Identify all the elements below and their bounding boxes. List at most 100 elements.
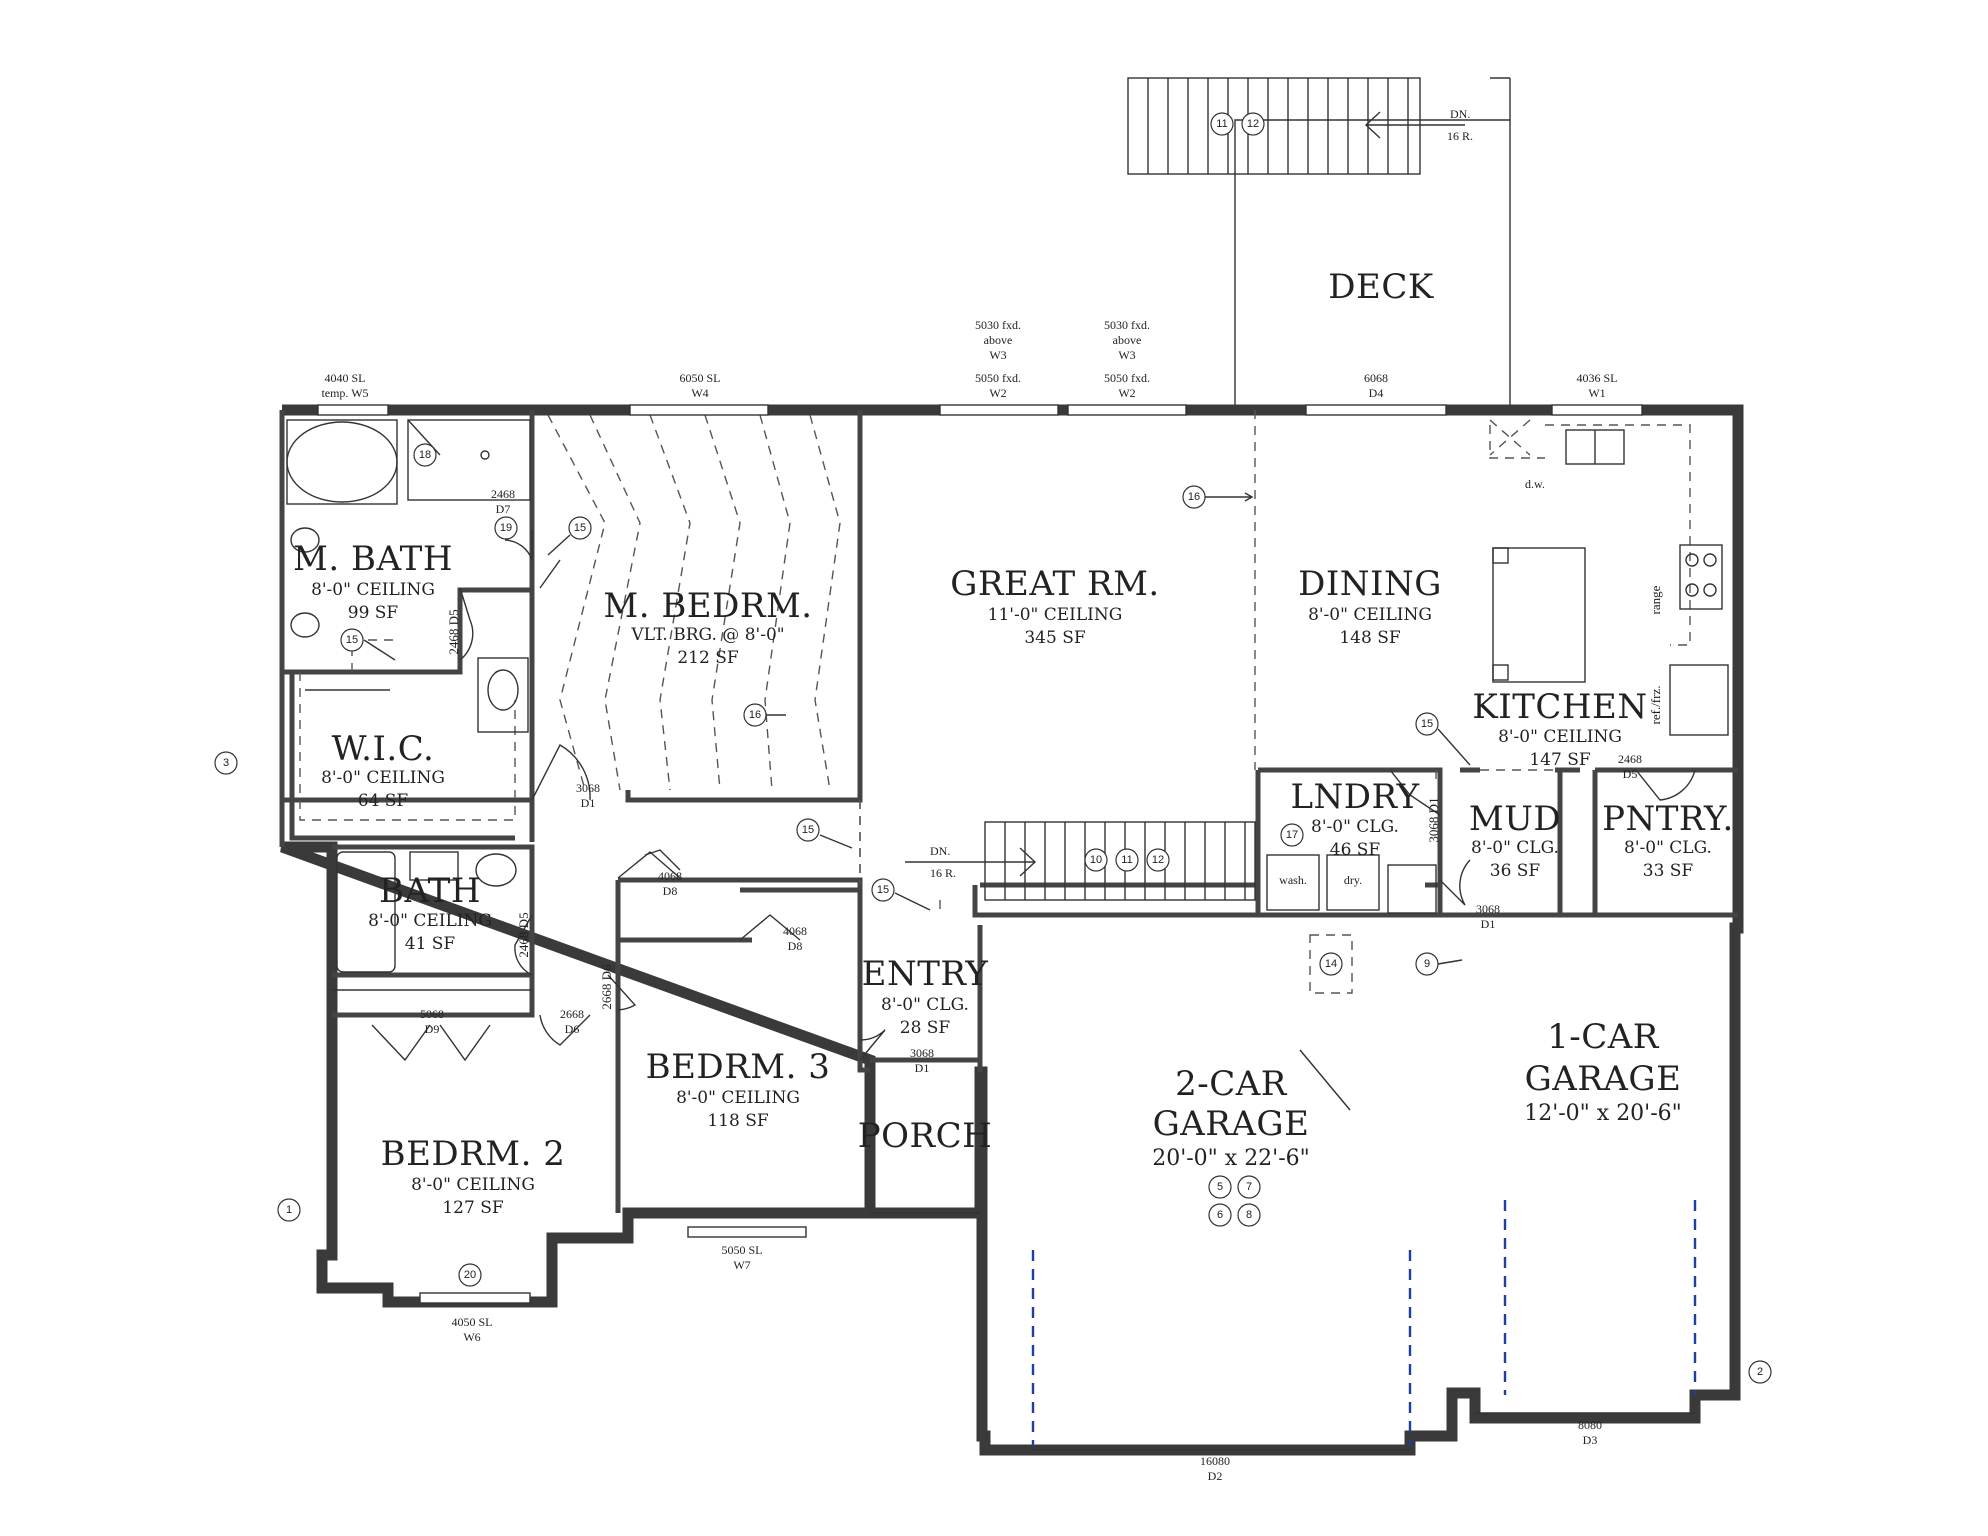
- door-d6-tag: D6: [565, 1022, 580, 1036]
- bath-name: BATH: [379, 871, 481, 911]
- laundry-area: 46 SF: [1330, 840, 1381, 860]
- door-d8b-size: 4068: [783, 924, 807, 938]
- keynote-tag-16: 16: [743, 703, 767, 727]
- door-d7-size: 2468: [491, 487, 515, 501]
- window-w3a-l3: W3: [989, 348, 1006, 362]
- keynote-tag-8: 8: [1237, 1203, 1261, 1227]
- keynote-tag-12: 12: [1241, 112, 1265, 136]
- mud-area: 36 SF: [1490, 861, 1541, 881]
- door-d1-laundry: 3068 D1: [1426, 797, 1441, 842]
- keynote-tag-18: 18: [413, 443, 437, 467]
- door-d6-size: 2668: [560, 1007, 584, 1021]
- svg-text:6: 6: [1217, 1209, 1223, 1221]
- svg-text:1: 1: [286, 1204, 292, 1216]
- kitchen-name: KITCHEN: [1472, 687, 1647, 727]
- window-w5-tag: temp. W5: [321, 386, 368, 400]
- door-d9-tag: D9: [425, 1022, 440, 1036]
- window-w6-tag: W6: [463, 1330, 480, 1344]
- porch-name: PORCH: [858, 1116, 993, 1156]
- master-bedroom-ceiling: VLT. BRG. @ 8'-0": [630, 625, 784, 645]
- svg-text:7: 7: [1246, 1181, 1252, 1193]
- washer-icon: [1266, 854, 1320, 911]
- window-w1-size: 4036 SL: [1576, 371, 1617, 385]
- svg-text:11: 11: [1216, 118, 1227, 130]
- svg-text:15: 15: [802, 824, 814, 836]
- garage-1-name-line2: GARAGE: [1525, 1059, 1682, 1099]
- bedroom-3-name: BEDRM. 3: [646, 1047, 831, 1087]
- door-d1-mbed-tag: D1: [581, 796, 596, 810]
- deck-stair-risers: 16 R.: [1447, 129, 1473, 143]
- garage-2-name-line1: 2-CAR: [1175, 1064, 1288, 1104]
- stair-risers: 16 R.: [930, 866, 956, 880]
- keynote-tag-16: 16: [1182, 485, 1206, 509]
- room-labels: GREAT RM. 11'-0" CEILING 345 SF DINING 8…: [293, 539, 1733, 1218]
- window-w7-tag: W7: [733, 1258, 750, 1272]
- door-d2-tag: D2: [1208, 1469, 1223, 1483]
- door-d1-entry-size: 3068: [910, 1046, 934, 1060]
- kitchen-island: [1492, 547, 1586, 683]
- laundry-fixtures: [1266, 854, 1437, 914]
- bedroom-3-ceiling: 8'-0" CEILING: [676, 1088, 800, 1108]
- svg-text:10: 10: [1090, 854, 1102, 866]
- dryer-icon: [1326, 854, 1380, 911]
- keynote-tag-19: 19: [494, 516, 518, 540]
- window-w5-size: 4040 SL: [324, 371, 365, 385]
- door-d7-tag: D7: [496, 502, 511, 516]
- master-bath-fixtures: [286, 419, 531, 733]
- keynote-tag-6: 6: [1208, 1203, 1232, 1227]
- wic-name: W.I.C.: [332, 729, 435, 769]
- door-d1-mud-size: 3068: [1476, 902, 1500, 916]
- great-room-name: GREAT RM.: [950, 564, 1159, 604]
- keynote-tag-11: 11: [1115, 848, 1139, 872]
- svg-text:3: 3: [223, 757, 229, 769]
- window-w4-tag: W4: [691, 386, 708, 400]
- door-d5-mbath: 2468 D5: [446, 609, 461, 654]
- keynote-tag-9: 9: [1415, 952, 1439, 976]
- keynote-tag-12: 12: [1146, 848, 1170, 872]
- window-w2a-size: 5050 fxd.: [975, 371, 1021, 385]
- svg-text:12: 12: [1152, 854, 1164, 866]
- door-d4-size: 6068: [1364, 371, 1388, 385]
- window-w3b-l3: W3: [1118, 348, 1135, 362]
- window-door-labels: 4040 SL temp. W5 6050 SL W4 5030 fxd. ab…: [321, 318, 1642, 1483]
- kitchen-area: 147 SF: [1529, 750, 1590, 770]
- door-d5-bath: 2468 D5: [516, 912, 531, 957]
- master-bath-area: 99 SF: [348, 603, 399, 623]
- bath-fixtures: [332, 851, 532, 991]
- svg-text:12: 12: [1247, 118, 1259, 130]
- vault-lines: [539, 414, 841, 791]
- keynote-tag-15: 15: [796, 818, 820, 842]
- washer-label: wash.: [1279, 873, 1307, 887]
- door-d6-vertical: 2668 D6: [599, 964, 614, 1010]
- doors: [371, 530, 1696, 1111]
- keynote-tag-11: 11: [1210, 112, 1234, 136]
- sink-icon: [290, 527, 320, 553]
- bedroom-2-area: 127 SF: [442, 1198, 503, 1218]
- bedroom-2-name: BEDRM. 2: [381, 1134, 566, 1174]
- toilet-icon: [487, 669, 519, 711]
- garage-2-name-line2: GARAGE: [1153, 1104, 1310, 1144]
- window-w3b-l2: above: [1113, 333, 1142, 347]
- garage-1-name-line1: 1-CAR: [1547, 1017, 1660, 1057]
- bedroom-2-ceiling: 8'-0" CEILING: [411, 1175, 535, 1195]
- window-w1-tag: W1: [1588, 386, 1605, 400]
- bath-ceiling: 8'-0" CEILING: [368, 911, 492, 931]
- keynote-tags: 11 12 18 19 15 15 16 16 15 15 15 10 11 1…: [214, 112, 1772, 1384]
- master-bath-ceiling: 8'-0" CEILING: [311, 580, 435, 600]
- refrigerator-icon: [1669, 664, 1729, 736]
- entry-name: ENTRY: [862, 954, 989, 994]
- svg-text:16: 16: [1188, 491, 1200, 503]
- deck-label: DECK: [1328, 267, 1434, 307]
- great-room-area: 345 SF: [1024, 628, 1085, 648]
- range-label: range: [1648, 585, 1663, 614]
- svg-text:18: 18: [419, 449, 431, 461]
- svg-text:11: 11: [1121, 854, 1132, 866]
- keynote-tag-2: 2: [1748, 1360, 1772, 1384]
- dining-area: 148 SF: [1339, 628, 1400, 648]
- keynote-tag-3: 3: [214, 751, 238, 775]
- keynote-tag-15: 15: [568, 516, 592, 540]
- bath-area: 41 SF: [405, 934, 456, 954]
- garage-1-size: 12'-0" x 20'-6": [1524, 1101, 1682, 1126]
- window-w3a-l2: above: [984, 333, 1013, 347]
